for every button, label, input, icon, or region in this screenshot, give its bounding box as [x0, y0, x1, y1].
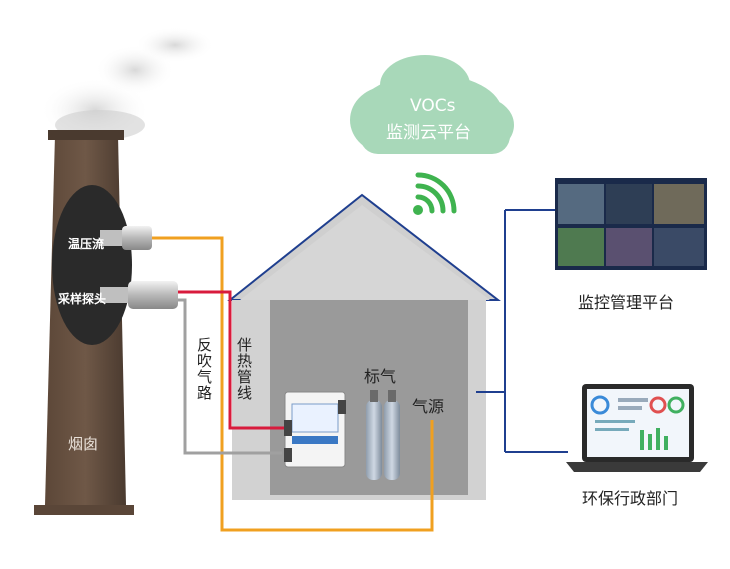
- wifi-icon: [413, 172, 457, 215]
- probe-sampling: [100, 281, 178, 309]
- cloud-title-line2: 监测云平台: [386, 123, 471, 143]
- analyzer-device: [284, 391, 346, 468]
- chimney-label: 烟囱: [68, 435, 99, 453]
- gas-source-label: 气源: [412, 397, 445, 416]
- cloud-title-line1: VOCs: [410, 96, 456, 116]
- probe-sampling-label: 采样探头: [58, 292, 107, 306]
- monitoring-screen: [555, 178, 707, 270]
- cloud-shape: [350, 55, 514, 154]
- chimney: [34, 130, 134, 515]
- laptop: [566, 384, 708, 472]
- monitoring-platform-label: 监控管理平台: [578, 293, 675, 312]
- probe-temp-pressure-flow-label: 温压流: [68, 237, 105, 251]
- gray-line: [178, 298, 282, 455]
- standard-gas-label: 标气: [364, 367, 397, 386]
- blue-network-lines: [476, 209, 568, 453]
- gas-cylinders: [366, 390, 400, 480]
- probe-temp-pressure-flow: [100, 226, 152, 250]
- red-line: [178, 290, 292, 430]
- heat-tracing-label: 伴热管线: [235, 337, 253, 401]
- orange-lines: [150, 236, 434, 532]
- smoke: [40, 27, 215, 142]
- backflush-label: 反吹气路: [195, 337, 213, 401]
- environment-department-label: 环保行政部门: [582, 489, 679, 508]
